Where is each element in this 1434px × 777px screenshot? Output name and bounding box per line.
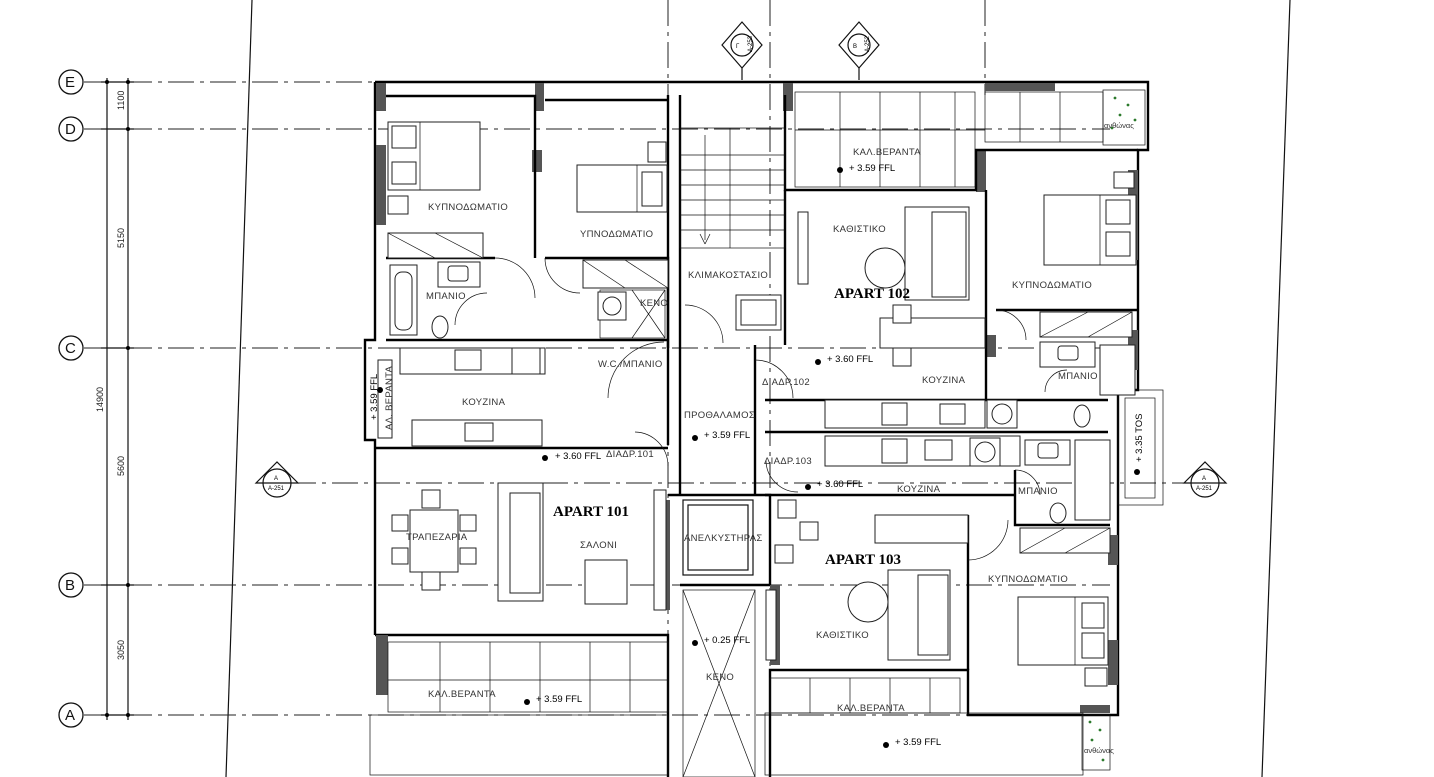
- balcony-grids: [369, 91, 1164, 776]
- section-ref-gamma: A-253: [748, 35, 754, 52]
- level-right-terrace: + 3.35 TOS: [1134, 413, 1145, 462]
- room-planter-top: ανθώνας: [1104, 121, 1134, 130]
- lift-shaft: [682, 499, 754, 576]
- dimension-chain: 1100 5150 14900 5600 3050: [95, 78, 134, 720]
- section-marker-a-right: Α A-251: [1182, 461, 1228, 498]
- room-102-balcony: ΚΑΛ.ΒΕΡΑΝΤΑ: [853, 147, 921, 158]
- apartment-label-103: APART 103: [825, 552, 901, 568]
- room-101-kitchen: ΚΟΥΖΙΝΑ: [462, 397, 506, 408]
- room-101-bath: ΜΠΑΝΙΟ: [426, 291, 466, 302]
- interior-walls: [375, 94, 1138, 670]
- level-102-balcony: + 3.59 FFL: [849, 163, 895, 174]
- room-101-bedroom-2: ΥΠΝΟΔΩΜΑΤΙΟ: [580, 229, 653, 240]
- room-101-living: ΣΑΛΟΝΙ: [580, 540, 617, 551]
- room-101-dining: ΤΡΑΠΕΖΑΡΙΑ: [406, 532, 468, 543]
- section-ref-a-right: A-251: [1196, 486, 1213, 492]
- grid-bubbles: E D C B A: [58, 69, 84, 728]
- doors: [454, 257, 1068, 561]
- level-103-main: + 3.60 FFL: [817, 479, 863, 490]
- dim-1100: 1100: [116, 91, 126, 110]
- section-marker-gamma: Γ A-253: [721, 21, 763, 80]
- section-marker-beta: Β A-252: [838, 21, 880, 80]
- room-102-bath: ΜΠΑΝΙΟ: [1058, 371, 1098, 382]
- stair: [679, 127, 786, 249]
- grid-label-e: E: [65, 74, 75, 91]
- room-103-kitchen: ΚΟΥΖΙΝΑ: [897, 484, 941, 495]
- grid-label-a: A: [65, 707, 75, 724]
- section-label-a-right: Α: [1202, 476, 1206, 482]
- room-103-living: ΚΑΘΙΣΤΙΚΟ: [816, 630, 869, 641]
- section-marker-a-left: Α A-251: [254, 461, 300, 498]
- level-lobby: + 3.59 FFL: [704, 430, 750, 441]
- planters: [1081, 89, 1146, 771]
- level-void: + 0.25 FFL: [704, 635, 750, 646]
- apartment-label-101: APART 101: [553, 504, 629, 520]
- room-101-side-balcony: ΑΛ. ΒΕΡΑΝΤΑ: [384, 365, 395, 430]
- room-labels: ΚΥΠΝΟΔΩΜΑΤΙΟ ΥΠΝΟΔΩΜΑΤΙΟ ΜΠΑΝΙΟ ΚΕΝΟ ΚΛΙ…: [384, 121, 1134, 755]
- level-101-side-balcony: + 3.59 FFL: [369, 374, 380, 420]
- grid-label-d: D: [65, 121, 76, 138]
- level-101-balcony: + 3.59 FFL: [536, 694, 582, 705]
- level-markers: + 3.59 FFL + 3.60 FFL + 3.60 FFL + 3.59 …: [369, 163, 1145, 748]
- room-103-balcony: ΚΑΛ.ΒΕΡΑΝΤΑ: [837, 703, 905, 714]
- level-101-main: + 3.60 FFL: [555, 451, 601, 462]
- room-103-bath: ΜΠΑΝΙΟ: [1018, 486, 1058, 497]
- dim-5150: 5150: [116, 228, 126, 248]
- room-lobby: ΠΡΟΘΑΛΑΜΟΣ: [684, 410, 755, 421]
- section-markers: Γ A-253 Β A-252 Α A-251 Α A-251: [254, 21, 1228, 498]
- room-wc: W.C./ΜΠΑΝΙΟ: [598, 359, 663, 370]
- room-void-2: ΚΕΝΟ: [706, 672, 734, 683]
- dim-5600: 5600: [116, 456, 126, 476]
- room-stair: ΚΛΙΜΑΚΟΣΤΑΣΙΟ: [688, 270, 768, 281]
- room-void-1: ΚΕΝΟ: [640, 298, 668, 309]
- room-101-balcony: ΚΑΛ.ΒΕΡΑΝΤΑ: [428, 689, 496, 700]
- room-102-corridor: ΔΙΑΔΡ.102: [762, 377, 810, 388]
- room-101-bedroom-1: ΚΥΠΝΟΔΩΜΑΤΙΟ: [428, 202, 508, 213]
- void-shaft: [599, 289, 756, 777]
- apartment-label-102: APART 102: [834, 286, 910, 302]
- section-label-gamma: Γ: [736, 44, 740, 50]
- furniture: [377, 121, 1137, 687]
- room-103-corridor: ΔΙΑΔΡ.103: [764, 456, 812, 467]
- dim-14900: 14900: [95, 387, 105, 412]
- room-102-kitchen: ΚΟΥΖΙΝΑ: [922, 375, 966, 386]
- section-ref-a-left: A-251: [268, 486, 285, 492]
- room-101-corridor: ΔΙΑΔΡ.101: [606, 449, 654, 460]
- section-label-beta: Β: [853, 44, 857, 50]
- room-102-bedroom: ΚΥΠΝΟΔΩΜΑΤΙΟ: [1012, 280, 1092, 291]
- grid-label-b: B: [65, 577, 75, 594]
- section-ref-beta: A-252: [865, 35, 871, 52]
- room-planter-bottom: ανθώνας: [1084, 746, 1114, 755]
- dim-3050: 3050: [116, 640, 126, 660]
- section-label-a-left: Α: [274, 476, 278, 482]
- room-103-bedroom: ΚΥΠΝΟΔΩΜΑΤΙΟ: [988, 574, 1068, 585]
- room-102-living: ΚΑΘΙΣΤΙΚΟ: [833, 224, 886, 235]
- level-102-main: + 3.60 FFL: [827, 354, 873, 365]
- room-lift: ΑΝΕΛΚΥΣΤΗΡΑΣ: [684, 533, 763, 544]
- grid-label-c: C: [65, 340, 76, 357]
- level-103-balcony: + 3.59 FFL: [895, 737, 941, 748]
